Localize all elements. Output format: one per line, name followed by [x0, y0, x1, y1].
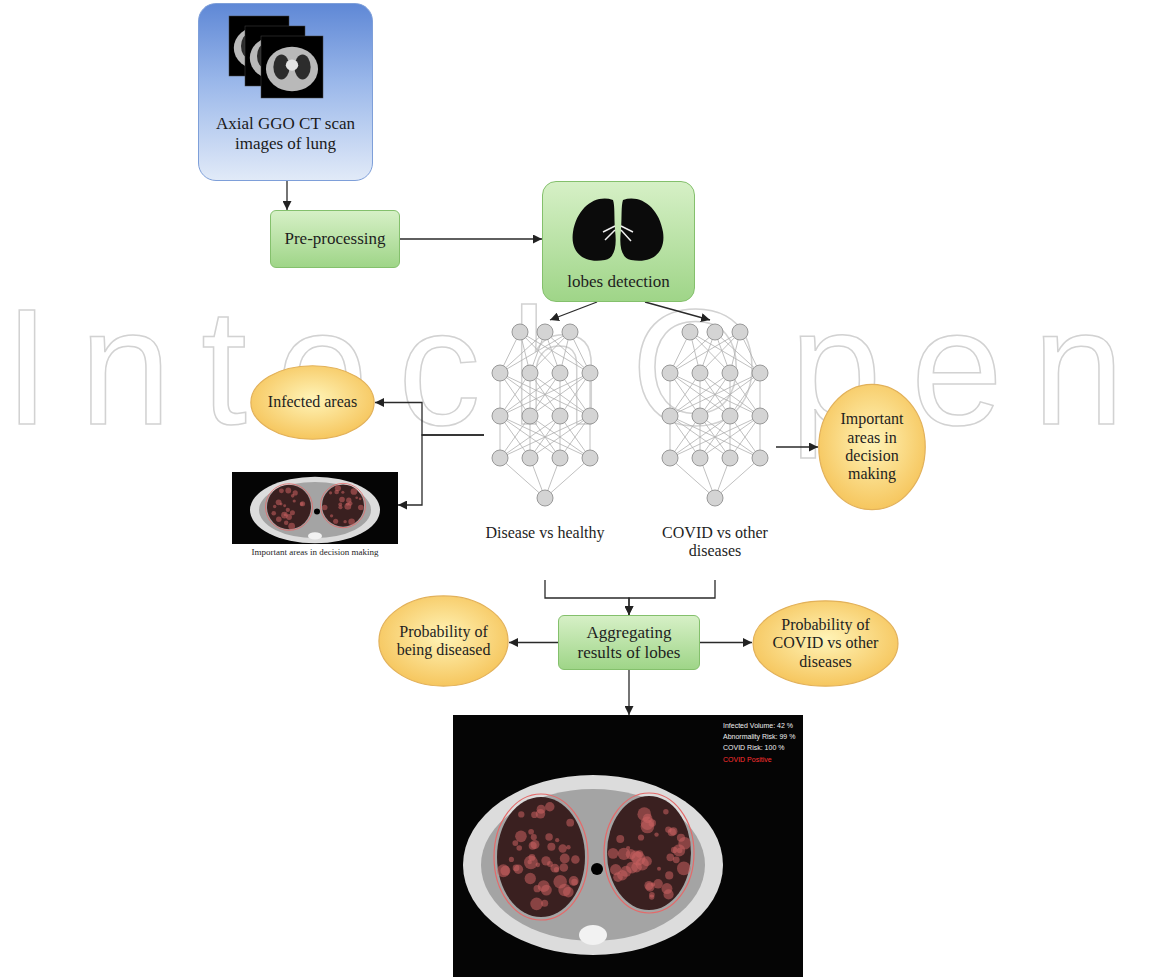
- arrow-connector: [700, 642, 752, 643]
- network-figure: Disease vs healthy: [480, 318, 610, 580]
- node-label: COVID vs other diseases: [650, 524, 780, 561]
- node-label: Aggregating results of lobes: [565, 623, 693, 662]
- process-box: lobes detection: [542, 181, 695, 302]
- ct-stack-icon: [221, 12, 341, 112]
- ct-scan-image: [453, 715, 803, 977]
- node-label: Axial GGO CT scan images of lung: [209, 114, 362, 153]
- node-label: Abnormality Risk: 99 %: [723, 731, 801, 742]
- arrow-connector: [400, 238, 542, 239]
- result-panel: Infected Volume: 42 %Abnormality Risk: 9…: [723, 720, 801, 765]
- output-ellipse: Important areas in decision making: [818, 383, 926, 511]
- arrow-connector: [629, 580, 715, 615]
- neural-network-icon: [650, 318, 780, 510]
- output-ellipse: Probability of COVID vs other diseases: [752, 600, 899, 687]
- arrow-connector: [776, 446, 818, 447]
- lung-lobes-icon: [543, 186, 693, 271]
- output-ellipse: Probability of being diseased: [378, 595, 509, 687]
- network-figure: COVID vs other diseases: [650, 318, 780, 580]
- process-box: Pre-processing: [270, 210, 400, 268]
- node-label: Disease vs healthy: [480, 524, 610, 542]
- node-label: Probability of being diseased: [393, 623, 495, 660]
- node-label: COVID Risk: 100 %: [723, 742, 801, 753]
- ct-scan-image: [232, 472, 398, 544]
- node-label: Infected areas: [264, 393, 362, 411]
- node-label: lobes detection: [547, 272, 690, 292]
- node-label: Pre-processing: [284, 229, 385, 249]
- node-label: Probability of COVID vs other diseases: [768, 616, 883, 671]
- arrow-connector: [628, 670, 629, 715]
- input-box: Axial GGO CT scan images of lung: [198, 3, 373, 181]
- node-label: Important areas in decision making: [232, 547, 398, 557]
- arrow-connector: [545, 580, 629, 615]
- arrow-connector: [398, 435, 484, 505]
- arrow-connector: [509, 642, 558, 643]
- output-ellipse: Infected areas: [250, 365, 375, 440]
- process-box: Aggregating results of lobes: [558, 615, 700, 670]
- arrow-connector: [645, 302, 710, 320]
- arrow-connector: [550, 302, 597, 320]
- ct-image: Infected Volume: 42 %Abnormality Risk: 9…: [453, 715, 803, 977]
- watermark: IntechOpen: [4, 285, 1154, 450]
- arrow-connector: [286, 181, 287, 210]
- node-label: Infected Volume: 42 %: [723, 720, 801, 731]
- ct-image: Important areas in decision making: [232, 472, 398, 572]
- neural-network-icon: [480, 318, 610, 510]
- node-label: Important areas in decision making: [830, 410, 914, 484]
- arrow-connector: [375, 403, 484, 436]
- node-label: COVID Positive: [723, 754, 801, 765]
